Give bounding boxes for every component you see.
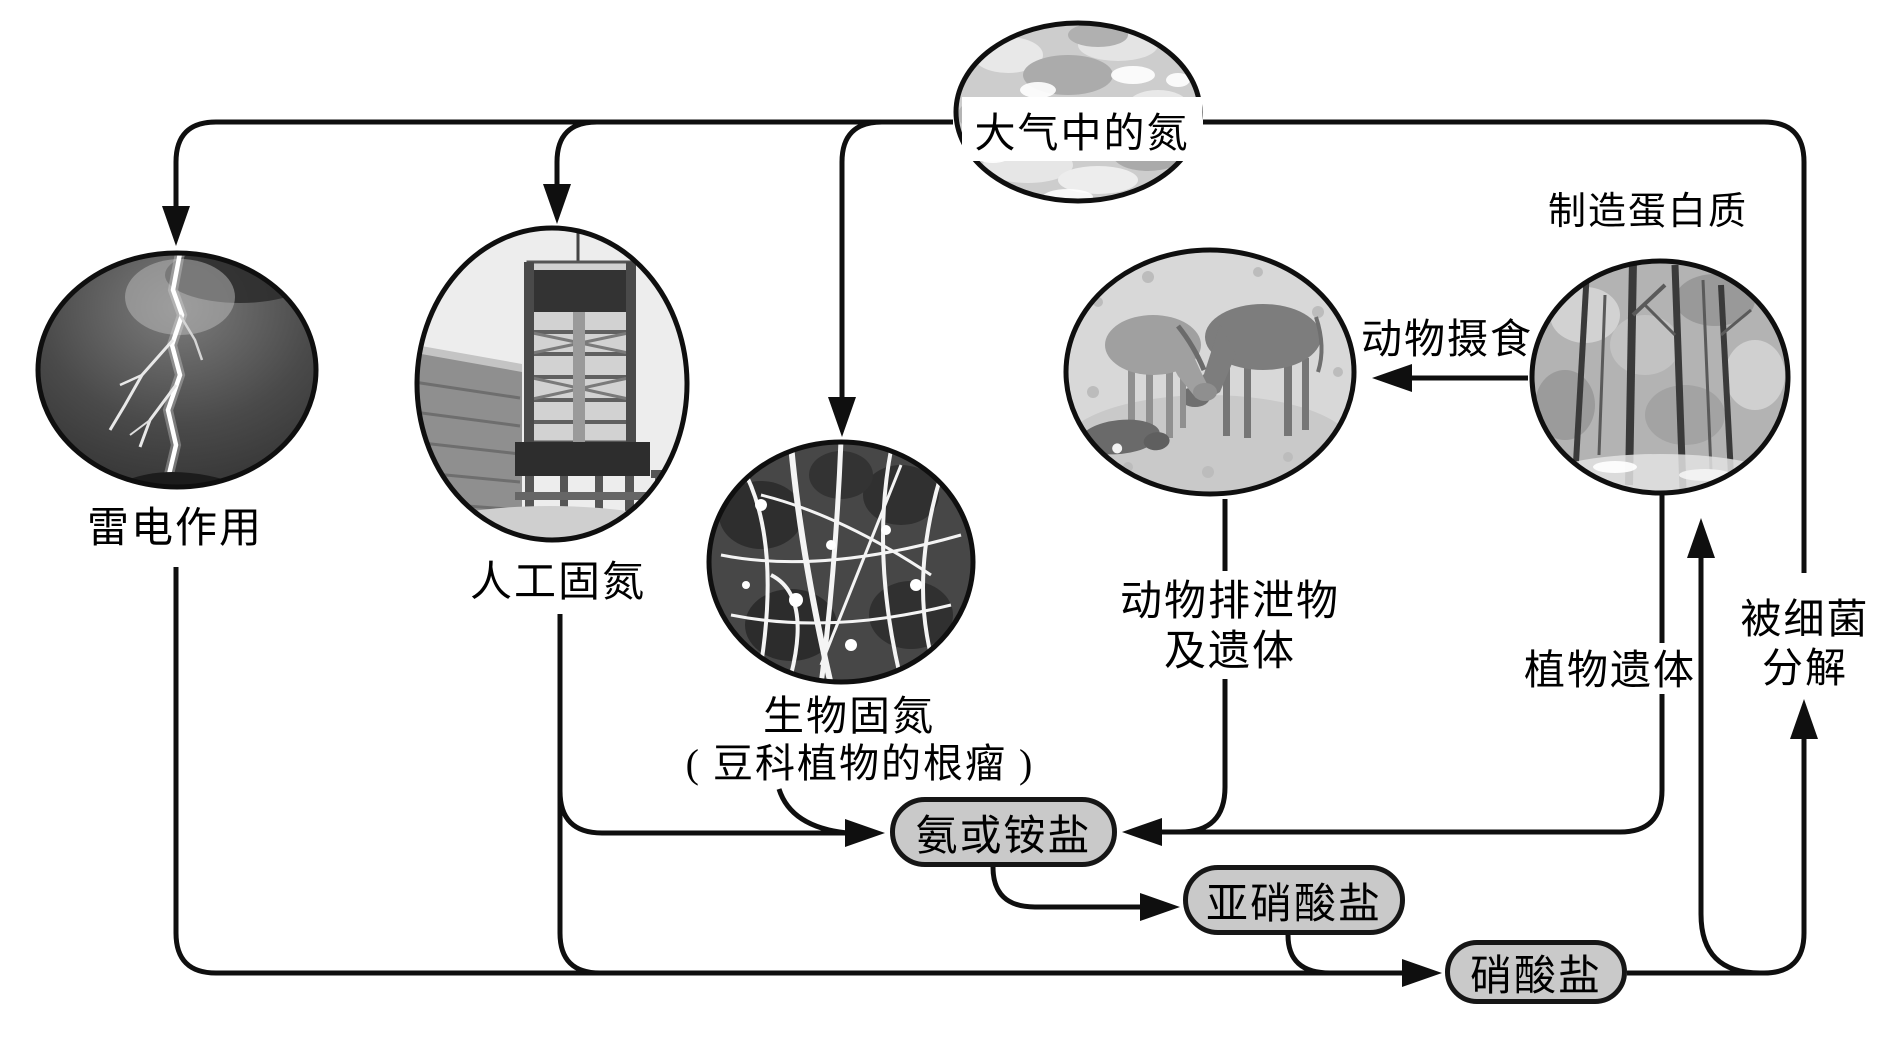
nitrite-box-label: 亚硝酸盐 <box>1205 881 1382 928</box>
edge-lightning-to-nitrate <box>173 567 1404 976</box>
nitrite-box: 亚硝酸盐 <box>1183 865 1405 935</box>
arrowhead-left-ammonia <box>1122 818 1162 846</box>
atmosphere-label: 大气中的氮 <box>962 97 1202 161</box>
ammonia-box-label: 氨或铵盐 <box>915 813 1092 860</box>
roots-art <box>709 442 973 682</box>
edge-ammonia-to-nitrite <box>990 866 1142 910</box>
grazing-animals-photo <box>1063 247 1357 497</box>
cow-silhouette <box>1180 304 1324 438</box>
edge-nitrate-to-plants <box>1698 556 1761 976</box>
root-nodules-photo <box>706 439 976 685</box>
feeding-label: 动物摄食 <box>1361 316 1533 362</box>
arrowhead-up-bacteria <box>1790 699 1818 739</box>
protein-label: 制造蛋白质 <box>1548 191 1749 233</box>
bacteria-label-line2: 分解 <box>1740 645 1870 692</box>
bacteria-label-line1: 被细菌 <box>1740 596 1870 643</box>
arrowhead-right-nitrite <box>1140 893 1180 921</box>
arrowhead-down-biological <box>828 397 856 437</box>
arrowhead-up-plants <box>1687 518 1715 558</box>
factory-art <box>417 228 687 540</box>
industrial-label: 人工固氮 <box>469 560 646 606</box>
lightning-bolt-art <box>38 253 316 487</box>
edge-nitrite-to-baseline <box>1285 934 1331 976</box>
edge-plant-remains-to-ammonia <box>1160 694 1665 835</box>
arrowhead-right-ammonia <box>845 819 885 847</box>
arrowhead-down-industrial <box>543 184 571 224</box>
forest-photo <box>1529 258 1791 496</box>
arrowhead-left-animals <box>1372 364 1412 392</box>
nitrate-box: 硝酸盐 <box>1445 940 1627 1004</box>
edge-atmosphere-right-upper <box>1203 119 1807 573</box>
lightning-label: 雷电作用 <box>86 506 263 552</box>
edge-industrial-to-baseline <box>557 614 601 976</box>
industrial-tower-photo <box>414 225 690 543</box>
edge-biological-to-ammonia <box>776 788 848 836</box>
animal-waste-label-line1: 动物排泄物 <box>1119 579 1340 625</box>
ammonia-box: 氨或铵盐 <box>890 797 1117 867</box>
nitrate-box-label: 硝酸盐 <box>1469 953 1602 1000</box>
edge-nitrate-to-atmosphere <box>1627 737 1807 976</box>
arrowhead-right-nitrate <box>1402 959 1442 987</box>
pony-silhouette <box>1105 315 1217 438</box>
calf-silhouette <box>1080 419 1170 455</box>
arrowhead-down-lightning <box>162 206 190 246</box>
edge-animal-waste-lower <box>1179 679 1228 835</box>
biological-label: 生物固氮 <box>763 693 935 739</box>
edge-atmosphere-to-lightning <box>173 119 953 208</box>
lightning-photo <box>35 250 319 490</box>
edge-atmosphere-to-industrial <box>554 119 598 186</box>
trees-art <box>1532 261 1788 493</box>
plant-remains-label: 植物遗体 <box>1524 647 1696 693</box>
animal-waste-label-line2: 及遗体 <box>1163 629 1296 675</box>
animals-art <box>1066 250 1354 494</box>
biological-note: ( 豆科植物的根瘤 ) <box>685 741 1035 786</box>
edge-industrial-to-ammonia <box>557 790 847 836</box>
edge-atmosphere-to-biological <box>839 119 883 399</box>
